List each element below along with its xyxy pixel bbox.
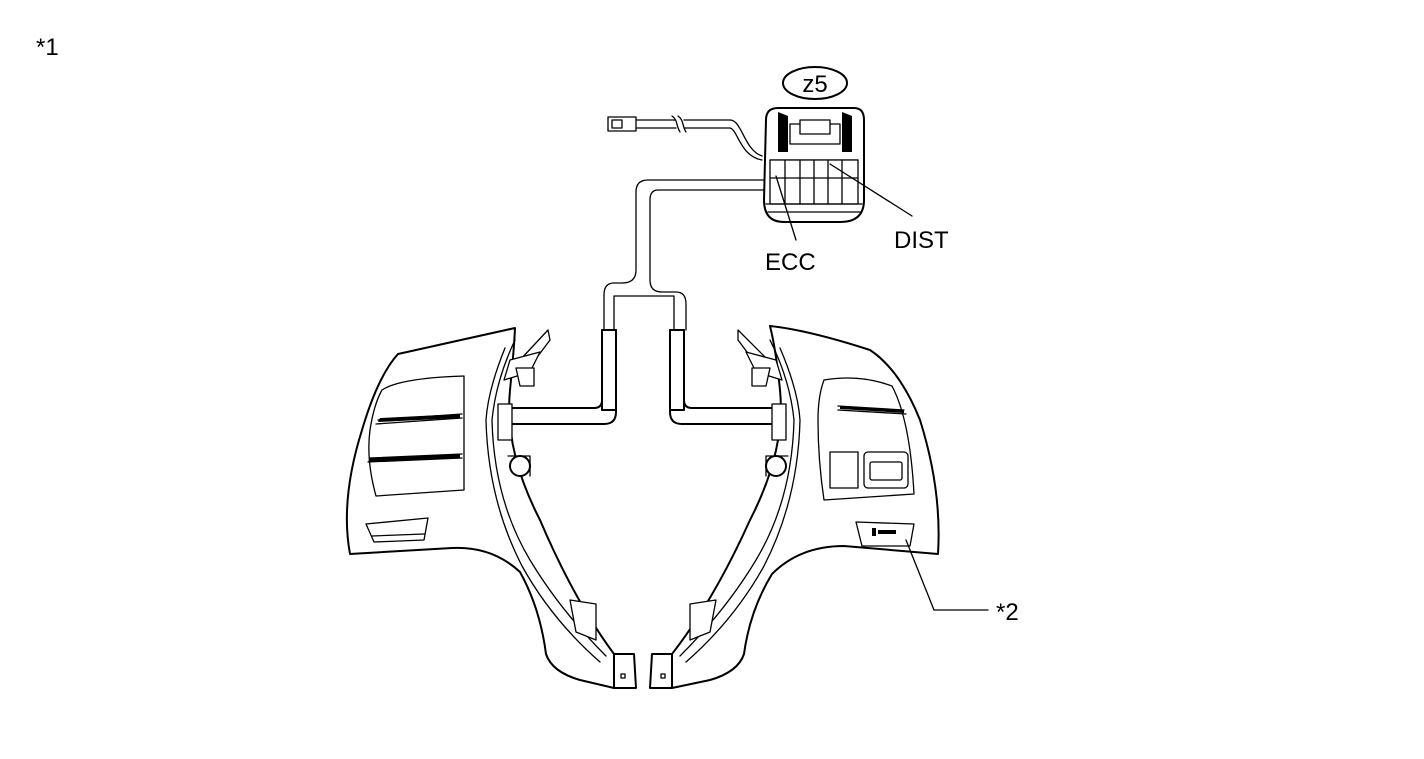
connector-z5: z5 — [763, 66, 865, 223]
right-mount-hole — [765, 455, 787, 477]
right-switch-housing — [671, 325, 940, 689]
connector-code-label: z5 — [802, 71, 827, 98]
part-callout-label: *2 — [996, 599, 1019, 626]
harness-left-branch — [603, 179, 765, 331]
left-mount-hole — [509, 455, 531, 477]
cable-plug — [607, 115, 763, 161]
right-square-button — [829, 451, 859, 489]
terminal-dist-label: DIST — [894, 227, 949, 254]
right-steering-switch — [649, 325, 940, 689]
dist-leader-line — [829, 163, 913, 217]
left-switch-button-panel — [368, 375, 465, 497]
terminal-ecc-label: ECC — [765, 249, 816, 276]
harness-right-branch — [649, 189, 765, 331]
left-switch-housing — [345, 327, 615, 689]
wire-harness — [511, 115, 783, 425]
left-steering-switch — [345, 327, 637, 689]
connector-code-oval — [782, 66, 848, 100]
view-marker-label: *1 — [36, 34, 59, 61]
part-callout-leader — [905, 539, 989, 611]
ecc-leader-line — [775, 175, 797, 241]
